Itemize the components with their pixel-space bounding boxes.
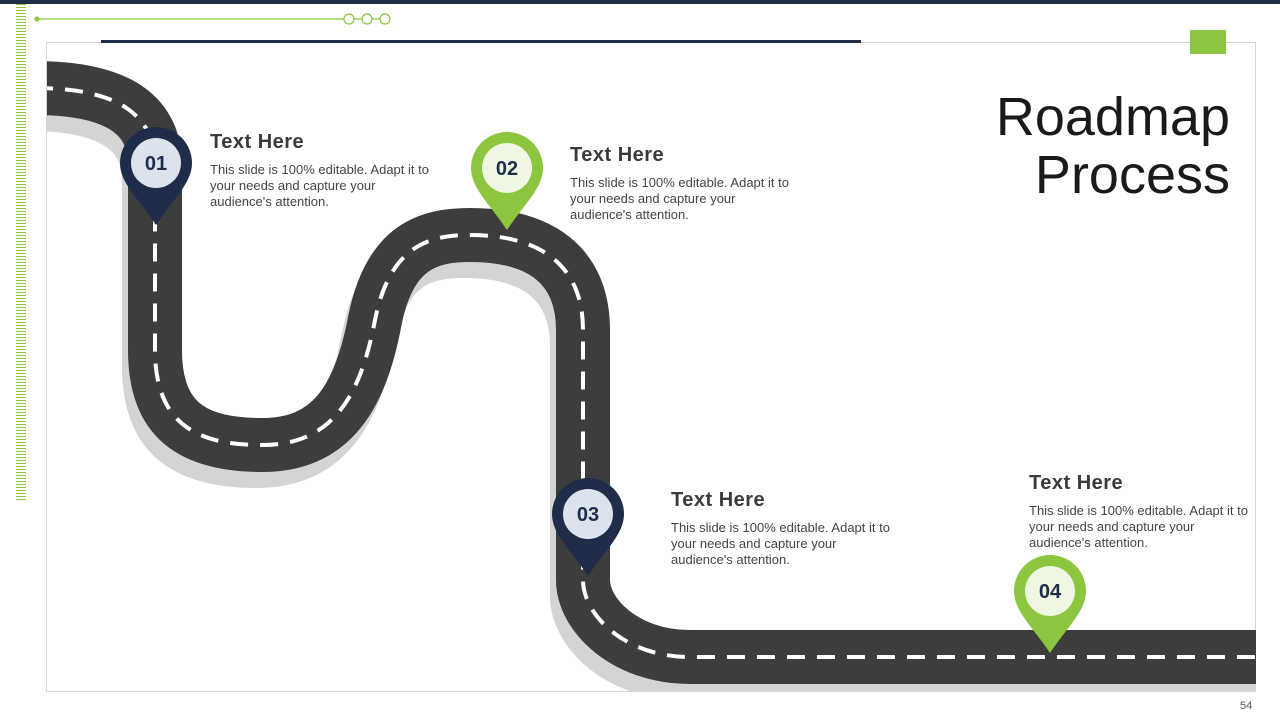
step-01-heading: Text Here	[210, 131, 305, 153]
step-03-heading: Text Here	[671, 489, 766, 511]
accent-square	[1190, 30, 1226, 54]
map-pin-03: 03	[552, 478, 624, 576]
step-02-heading: Text Here	[570, 144, 665, 166]
step-04-body: This slide is 100% editable. Adapt it to…	[1029, 503, 1248, 550]
left-decorative-stripe	[16, 4, 26, 500]
step-02-body: This slide is 100% editable. Adapt it to…	[570, 175, 789, 222]
step-number-01: 01	[145, 153, 167, 175]
step-01-body: This slide is 100% editable. Adapt it to…	[210, 162, 429, 209]
map-pin-02: 02	[471, 132, 543, 230]
map-pin-04: 04	[1014, 555, 1086, 653]
title-line-1: Roadmap	[995, 87, 1230, 147]
top-bar	[0, 0, 1280, 4]
step-number-04: 04	[1039, 581, 1062, 603]
slide-title: Roadmap Process	[870, 88, 1230, 204]
step-04-heading: Text Here	[1029, 472, 1124, 494]
title-line-2: Process	[1034, 145, 1230, 205]
page-number: 54	[1240, 700, 1253, 712]
step-03-text: Text Here This slide is 100% editable. A…	[671, 489, 901, 568]
step-number-02: 02	[496, 158, 518, 180]
top-left-connector-deco	[34, 13, 391, 25]
step-04-text: Text Here This slide is 100% editable. A…	[1029, 472, 1259, 551]
step-01-text: Text Here This slide is 100% editable. A…	[210, 131, 440, 210]
step-03-body: This slide is 100% editable. Adapt it to…	[671, 520, 890, 567]
step-number-03: 03	[577, 504, 599, 526]
map-pin-01: 01	[120, 127, 192, 225]
step-02-text: Text Here This slide is 100% editable. A…	[570, 144, 800, 223]
top-accent-line	[101, 40, 861, 43]
